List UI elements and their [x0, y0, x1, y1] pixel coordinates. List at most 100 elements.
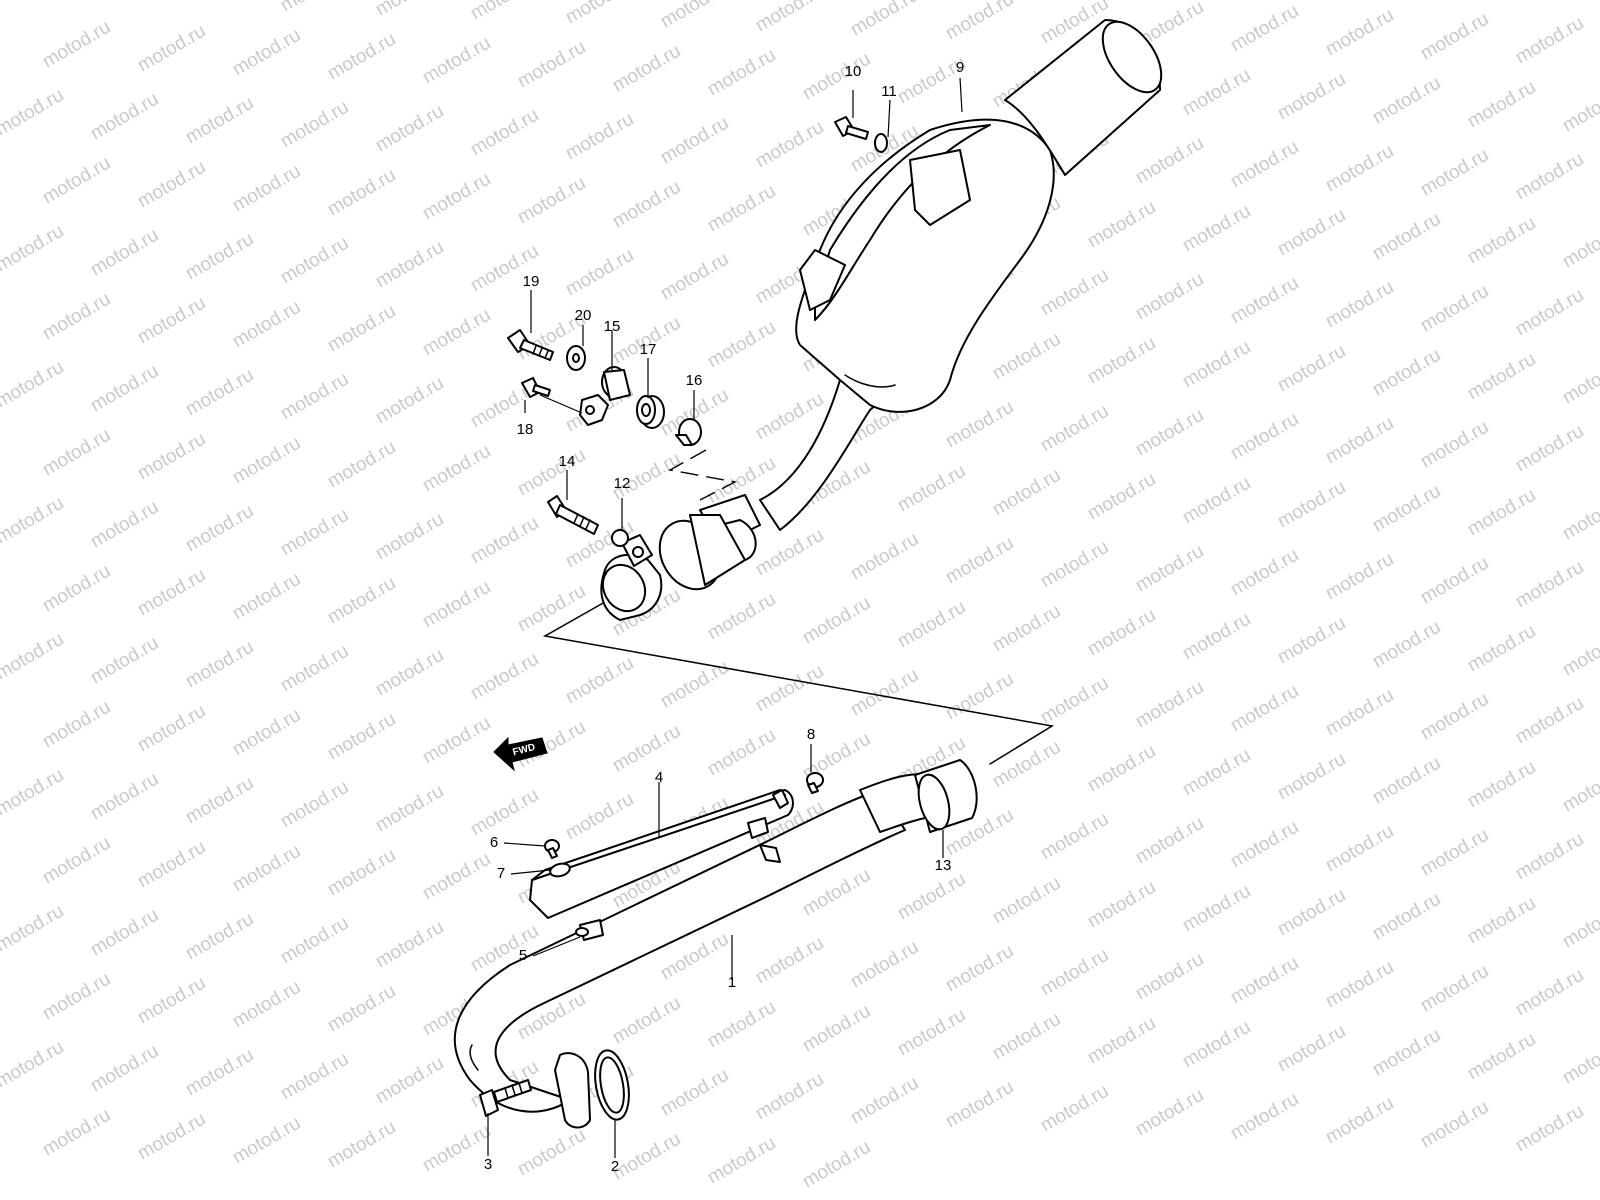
watermark-text: motod.ru: [87, 225, 162, 281]
watermark-text: motod.ru: [1179, 609, 1254, 665]
watermark-text: motod.ru: [0, 901, 67, 957]
bolt-10: [834, 116, 869, 140]
watermark-text: motod.ru: [1417, 689, 1492, 745]
watermark-text: motod.ru: [657, 657, 732, 713]
watermark-text: motod.ru: [752, 1069, 827, 1125]
watermark-text: motod.ru: [752, 389, 827, 445]
watermark-text: motod.ru: [1179, 745, 1254, 801]
watermark-text: motod.ru: [1037, 265, 1112, 321]
watermark-text: motod.ru: [1512, 829, 1587, 885]
watermark-text: motod.ru: [1559, 489, 1600, 545]
watermark-text: motod.ru: [704, 181, 779, 237]
watermark-text: motod.ru: [0, 765, 67, 821]
stud-bolt-3: [479, 1079, 532, 1117]
screw-6: [544, 839, 560, 859]
watermark-text: motod.ru: [989, 737, 1064, 793]
watermark-text: motod.ru: [0, 1037, 67, 1093]
callout-9: 9: [956, 59, 964, 76]
watermark-text: motod.ru: [1322, 277, 1397, 333]
watermark-text: motod.ru: [1559, 353, 1600, 409]
watermark-text: motod.ru: [1464, 1029, 1539, 1085]
watermark-text: motod.ru: [514, 1125, 589, 1181]
watermark-text: motod.ru: [609, 1129, 684, 1185]
watermark-text: motod.ru: [1227, 137, 1302, 193]
watermark-text: motod.ru: [39, 425, 114, 481]
watermark-text: motod.ru: [39, 697, 114, 753]
watermark-text: motod.ru: [1274, 749, 1349, 805]
watermark-text: motod.ru: [1084, 605, 1159, 661]
watermark-text: motod.ru: [562, 789, 637, 845]
watermark-text: motod.ru: [1464, 77, 1539, 133]
watermark-text: motod.ru: [704, 725, 779, 781]
watermark-text: motod.ru: [1417, 1097, 1492, 1153]
watermark-text: motod.ru: [134, 157, 209, 213]
watermark-text: motod.ru: [894, 597, 969, 653]
watermark-text: motod.ru: [467, 0, 542, 24]
watermark-text: motod.ru: [704, 317, 779, 373]
watermark-text: motod.ru: [1369, 345, 1444, 401]
watermark-text: motod.ru: [1512, 285, 1587, 341]
watermark-text: motod.ru: [1132, 949, 1207, 1005]
watermark-text: motod.ru: [1037, 809, 1112, 865]
callout-12: 12: [614, 475, 631, 492]
watermark-text: motod.ru: [87, 361, 162, 417]
watermark-text: motod.ru: [419, 441, 494, 497]
watermark-text: motod.ru: [229, 1113, 304, 1169]
watermark-text: motod.ru: [1227, 681, 1302, 737]
watermark-text: motod.ru: [324, 1117, 399, 1173]
watermark-text: motod.ru: [134, 21, 209, 77]
watermark-text: motod.ru: [0, 357, 67, 413]
watermark-text: motod.ru: [1464, 757, 1539, 813]
callout-15: 15: [604, 318, 621, 335]
watermark-text: motod.ru: [942, 397, 1017, 453]
watermark-text: motod.ru: [277, 0, 352, 16]
watermark-text: motod.ru: [324, 301, 399, 357]
watermark-text: motod.ru: [1132, 677, 1207, 733]
callout-1: 1: [728, 974, 736, 991]
watermark-text: motod.ru: [752, 117, 827, 173]
watermark-text: motod.ru: [1559, 217, 1600, 273]
watermark-text: motod.ru: [419, 849, 494, 905]
callout-16: 16: [686, 372, 703, 389]
watermark-text: motod.ru: [87, 905, 162, 961]
watermark-text: motod.ru: [324, 29, 399, 85]
watermark-text: motod.ru: [1227, 817, 1302, 873]
watermark-text: motod.ru: [182, 365, 257, 421]
watermark-text: motod.ru: [324, 573, 399, 629]
watermark-text: motod.ru: [324, 165, 399, 221]
watermark-text: motod.ru: [752, 525, 827, 581]
watermark-text: motod.ru: [1464, 893, 1539, 949]
watermark-text: motod.ru: [1227, 1089, 1302, 1145]
callout-2: 2: [611, 1158, 619, 1175]
watermark-text: motod.ru: [277, 1049, 352, 1105]
watermark-text: motod.ru: [1132, 813, 1207, 869]
watermark-text: motod.ru: [134, 565, 209, 621]
watermark-text: motod.ru: [229, 25, 304, 81]
watermark-text: motod.ru: [1084, 877, 1159, 933]
watermark-text: motod.ru: [229, 841, 304, 897]
watermark-text: motod.ru: [609, 41, 684, 97]
callout-17: 17: [640, 341, 657, 358]
callout-labels: 10 11 9 19 20 15 17 16 18 14 12 8 4 6 7 …: [484, 59, 964, 1175]
watermark-text: motod.ru: [514, 37, 589, 93]
washer-7: [549, 862, 571, 878]
connector-gasket-13: [914, 759, 978, 833]
watermark-text: motod.ru: [1559, 1033, 1600, 1089]
watermark-text: motod.ru: [894, 461, 969, 517]
watermark-text: motod.ru: [1132, 1085, 1207, 1141]
watermark-text: motod.ru: [1179, 337, 1254, 393]
watermark-text: motod.ru: [87, 769, 162, 825]
watermark-text: motod.ru: [277, 777, 352, 833]
watermark-text: motod.ru: [229, 569, 304, 625]
watermark-text: motod.ru: [942, 0, 1017, 44]
callout-11: 11: [881, 83, 897, 100]
watermark-text: motod.ru: [1369, 481, 1444, 537]
watermark-text: motod.ru: [467, 513, 542, 569]
watermark-text: motod.ru: [704, 1133, 779, 1189]
watermark-text: motod.ru: [39, 17, 114, 73]
watermark-text: motod.ru: [277, 913, 352, 969]
watermark-text: motod.ru: [324, 709, 399, 765]
watermark-text: motod.ru: [1322, 685, 1397, 741]
watermark-text: motod.ru: [609, 721, 684, 777]
